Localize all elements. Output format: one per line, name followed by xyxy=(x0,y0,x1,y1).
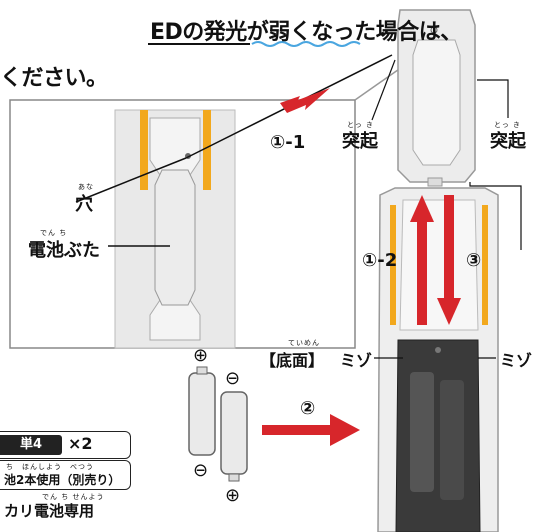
protrusion-right-label: 突起 xyxy=(490,131,526,152)
heading-line-2: ください。 xyxy=(0,66,108,91)
battery-usage-ruby: ち ほんしよう べつう xyxy=(6,463,94,471)
battery-cover-ruby: でん ち xyxy=(40,229,68,237)
protrusion-left-leader xyxy=(371,59,396,121)
hole-label: 穴 xyxy=(75,194,93,215)
aaa-battery-right xyxy=(220,391,248,482)
step-1-1-label: ①-1 xyxy=(270,132,306,153)
heading-underline-wave xyxy=(251,41,361,47)
battery-usage-text: 池2本使用（別売り） xyxy=(4,473,121,487)
arrow-step-1-2 xyxy=(410,195,434,325)
protrusion-right-ruby: とっ き xyxy=(494,121,522,129)
battery-cover-label: 電池ぶた xyxy=(28,240,100,261)
arrow-step-2 xyxy=(262,414,360,446)
device-body xyxy=(377,187,499,532)
arrow-step-1-1 xyxy=(280,88,330,113)
alkaline-ruby: でん ち せんよう xyxy=(42,493,105,501)
zoom-device-detail xyxy=(114,109,236,349)
bottom-label: 【底面】 xyxy=(260,351,325,370)
protrusion-left-label: 突起 xyxy=(342,131,378,152)
step-3-label: ③ xyxy=(466,250,482,271)
minus-icon-right: ⊖ xyxy=(225,368,241,389)
groove-left-label: ミゾ xyxy=(340,351,373,370)
battery-count: ×2 xyxy=(68,434,93,453)
plus-icon-left: ⊕ xyxy=(193,345,209,366)
bottom-ruby: ていめん xyxy=(288,339,320,347)
aaa-battery-left xyxy=(188,366,216,456)
detached-battery-cover xyxy=(397,9,476,187)
heading-line-1: EDの発光が弱くなった場合は、 xyxy=(150,20,462,45)
step-1-2-label: ①-2 xyxy=(362,250,398,271)
plus-icon-right: ⊕ xyxy=(225,485,241,506)
arrow-step-3 xyxy=(437,195,461,325)
alkaline-only-text: カリ電池専用 xyxy=(4,502,95,520)
battery-type-label: 単4 xyxy=(0,435,62,455)
groove-right-label: ミゾ xyxy=(500,351,533,370)
hole-ruby: あな xyxy=(78,183,94,191)
minus-icon-left: ⊖ xyxy=(193,460,209,481)
step-2-label: ② xyxy=(300,398,316,419)
protrusion-left-ruby: とっ き xyxy=(347,121,375,129)
cover-protrusion xyxy=(427,177,443,187)
battery-usage-box: ち ほんしよう べつう 池2本使用（別売り） xyxy=(0,460,131,490)
hole-leader xyxy=(75,157,187,203)
battery-cavity xyxy=(395,339,481,532)
battery-type-badge: 単4 ×2 xyxy=(0,431,131,459)
protrusion-right-leader xyxy=(477,79,509,118)
